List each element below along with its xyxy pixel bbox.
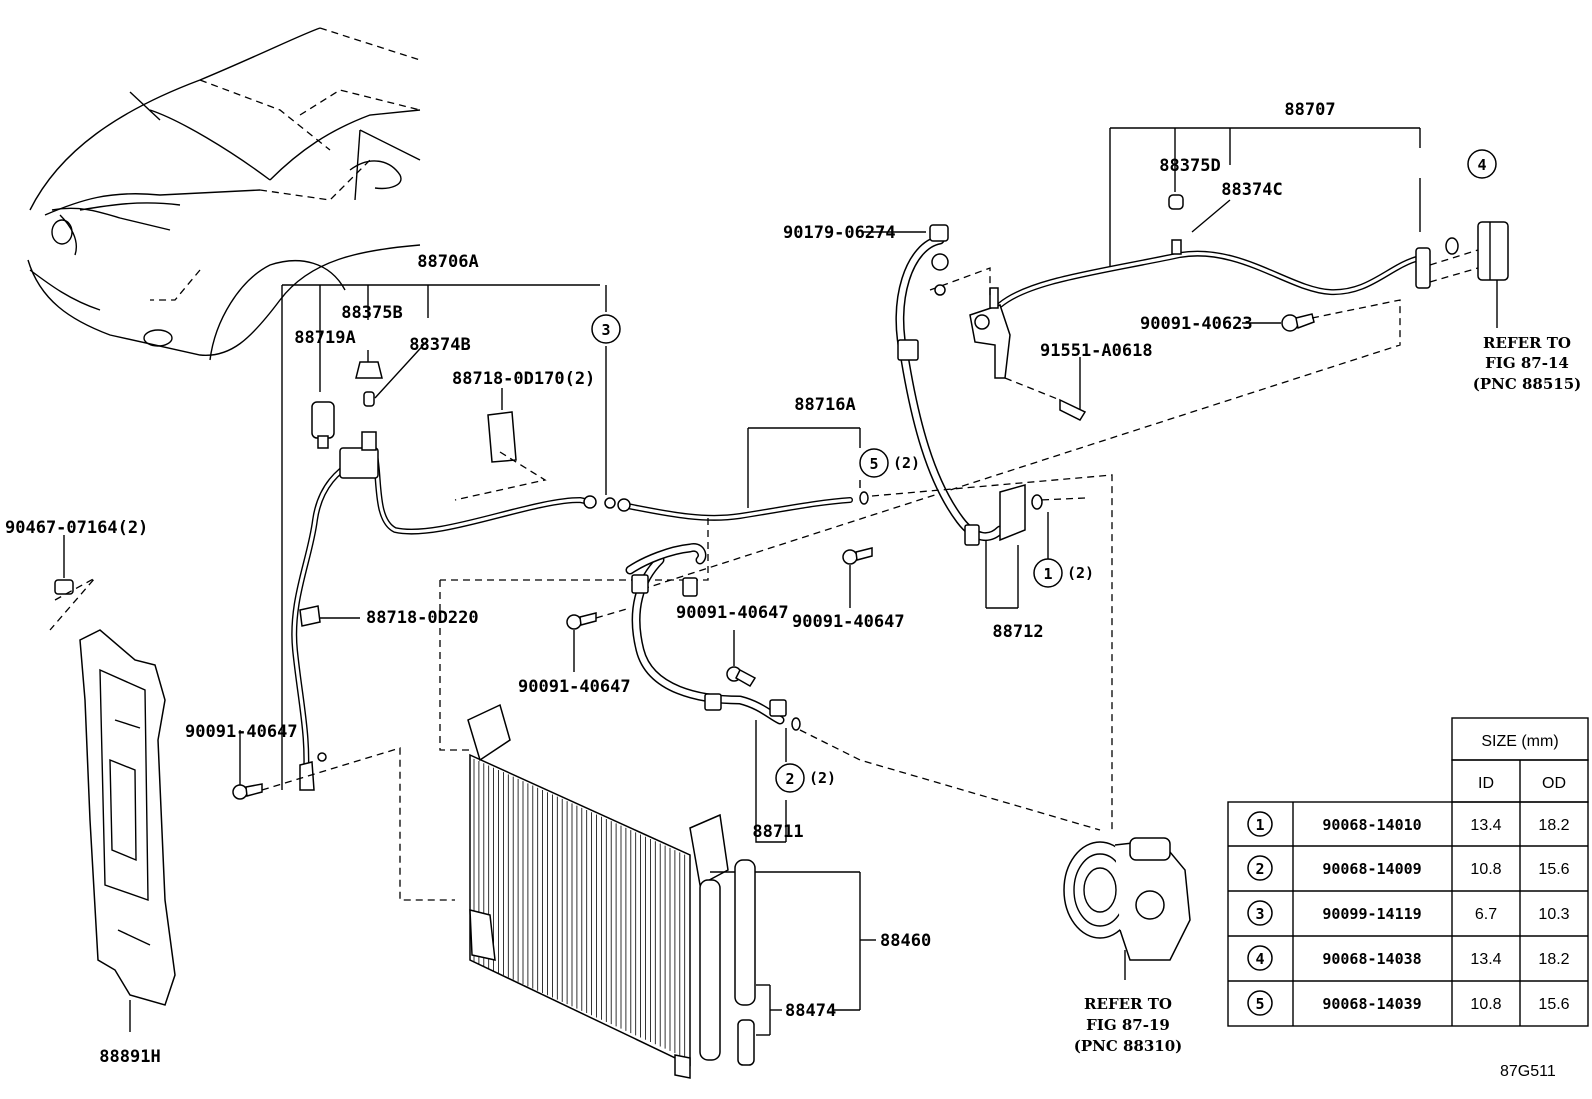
- label-88706A: 88706A: [417, 252, 478, 272]
- callout-2-qty: (2): [809, 769, 836, 787]
- size-row-5-od: 15.6: [1538, 996, 1569, 1013]
- callout-1-number: 1: [1043, 565, 1052, 583]
- label-88718-0D170: 88718-0D170(2): [452, 369, 595, 389]
- size-row-3-part: 90099-14119: [1322, 905, 1421, 923]
- size-row-1-key: 1: [1255, 816, 1264, 834]
- label-91551-A0618: 91551-A0618: [1040, 341, 1153, 361]
- label-90091-40647-center: 90091-40647: [518, 677, 631, 697]
- suction-hose: [862, 224, 1043, 546]
- size-row-5-id: 10.8: [1470, 996, 1501, 1013]
- size-row-2-part: 90068-14009: [1322, 860, 1421, 878]
- size-row-1-od: 18.2: [1538, 817, 1569, 834]
- size-row-2-od: 15.6: [1538, 861, 1569, 878]
- label-88707: 88707: [1284, 100, 1335, 120]
- size-row-5: 5 90068-14039 10.8 15.6: [1247, 990, 1570, 1016]
- ref-right-line-2: FIG 87-14: [1485, 354, 1569, 372]
- figure-code: 87G511: [1500, 1063, 1556, 1080]
- label-88375D: 88375D: [1159, 156, 1220, 176]
- size-row-4-key: 4: [1255, 950, 1264, 968]
- callout-circle-4: [1467, 149, 1497, 179]
- label-88711: 88711: [752, 822, 803, 842]
- size-row-4-part: 90068-14038: [1322, 950, 1421, 968]
- label-88375B: 88375B: [341, 303, 402, 323]
- size-row-3: 3 90099-14119 6.7 10.3: [1247, 900, 1570, 926]
- label-88716A: 88716A: [794, 395, 855, 415]
- label-88460: 88460: [880, 931, 931, 951]
- size-col-id: ID: [1478, 775, 1494, 792]
- vehicle-outline-illustration: [27, 27, 421, 361]
- o-ring-size-table: SIZE (mm) ID OD 1 90068-14010 13.4 18.2 …: [1227, 717, 1589, 1027]
- size-col-od: OD: [1542, 775, 1566, 792]
- label-90467-07164: 90467-07164(2): [5, 518, 148, 538]
- ref-right-line-3: (PNC 88515): [1473, 375, 1582, 393]
- label-88712: 88712: [992, 622, 1043, 642]
- discharge-pipe-assembly: [639, 127, 1509, 591]
- size-row-4-id: 13.4: [1470, 951, 1501, 968]
- size-row-1: 1 90068-14010 13.4 18.2: [1247, 811, 1570, 837]
- ref-bottom-line-3: (PNC 88310): [1074, 1037, 1183, 1055]
- label-90091-40647-top: 90091-40647: [676, 603, 789, 623]
- radiator-side-seal-illustration: [49, 535, 176, 1032]
- size-row-5-key: 5: [1255, 995, 1264, 1013]
- callout-circle-3: [591, 314, 621, 344]
- o-ring-callouts: 3 5 (2) 4 1 (2) 2 (2): [591, 149, 1497, 793]
- label-90091-40623: 90091-40623: [1140, 314, 1253, 334]
- size-row-5-part: 90068-14039: [1322, 995, 1421, 1013]
- ref-bottom-line-2: FIG 87-19: [1086, 1016, 1170, 1034]
- label-90091-40647-left: 90091-40647: [185, 722, 298, 742]
- size-row-3-id: 6.7: [1475, 906, 1497, 923]
- center-pipe-assembly: [440, 427, 1113, 830]
- discharge-hose: [566, 543, 1101, 843]
- label-88374B: 88374B: [409, 335, 470, 355]
- size-row-1-id: 13.4: [1470, 817, 1501, 834]
- callout-5-qty: (2): [893, 454, 920, 472]
- size-row-4-od: 18.2: [1538, 951, 1569, 968]
- callout-3-number: 3: [601, 321, 610, 339]
- size-row-2-key: 2: [1255, 860, 1264, 878]
- reference-notes: REFER TO FIG 87-14 (PNC 88515) REFER TO …: [1074, 334, 1582, 1055]
- size-row-2-id: 10.8: [1470, 861, 1501, 878]
- size-row-4: 4 90068-14038 13.4 18.2: [1247, 945, 1570, 971]
- liquid-pipe-assembly: [232, 284, 616, 901]
- callout-5-number: 5: [869, 455, 878, 473]
- label-90091-40647-right: 90091-40647: [792, 612, 905, 632]
- label-88719A: 88719A: [294, 328, 355, 348]
- part-number-labels: 88707 88375D 88374C 90179-06274 90091-40…: [5, 100, 1556, 1080]
- condenser-illustration: [467, 703, 876, 1079]
- callout-circle-5: [859, 448, 889, 478]
- label-88474: 88474: [785, 1001, 836, 1021]
- ref-bottom-line-1: REFER TO: [1084, 995, 1172, 1013]
- label-90179-06274: 90179-06274: [783, 223, 896, 243]
- ref-right-line-1: REFER TO: [1483, 334, 1571, 352]
- callout-1-qty: (2): [1067, 564, 1094, 582]
- size-row-3-od: 10.3: [1538, 906, 1569, 923]
- label-88718-0D220: 88718-0D220: [366, 608, 479, 628]
- label-88891H: 88891H: [99, 1047, 160, 1067]
- callout-2-number: 2: [785, 770, 794, 788]
- compressor-illustration: [1063, 837, 1191, 980]
- callout-4-number: 4: [1477, 156, 1486, 174]
- size-table-header: SIZE (mm): [1481, 733, 1558, 750]
- size-row-3-key: 3: [1255, 905, 1264, 923]
- size-row-1-part: 90068-14010: [1322, 816, 1421, 834]
- label-88374C: 88374C: [1221, 180, 1282, 200]
- size-row-2: 2 90068-14009 10.8 15.6: [1247, 855, 1570, 881]
- callout-circle-2: [775, 763, 805, 793]
